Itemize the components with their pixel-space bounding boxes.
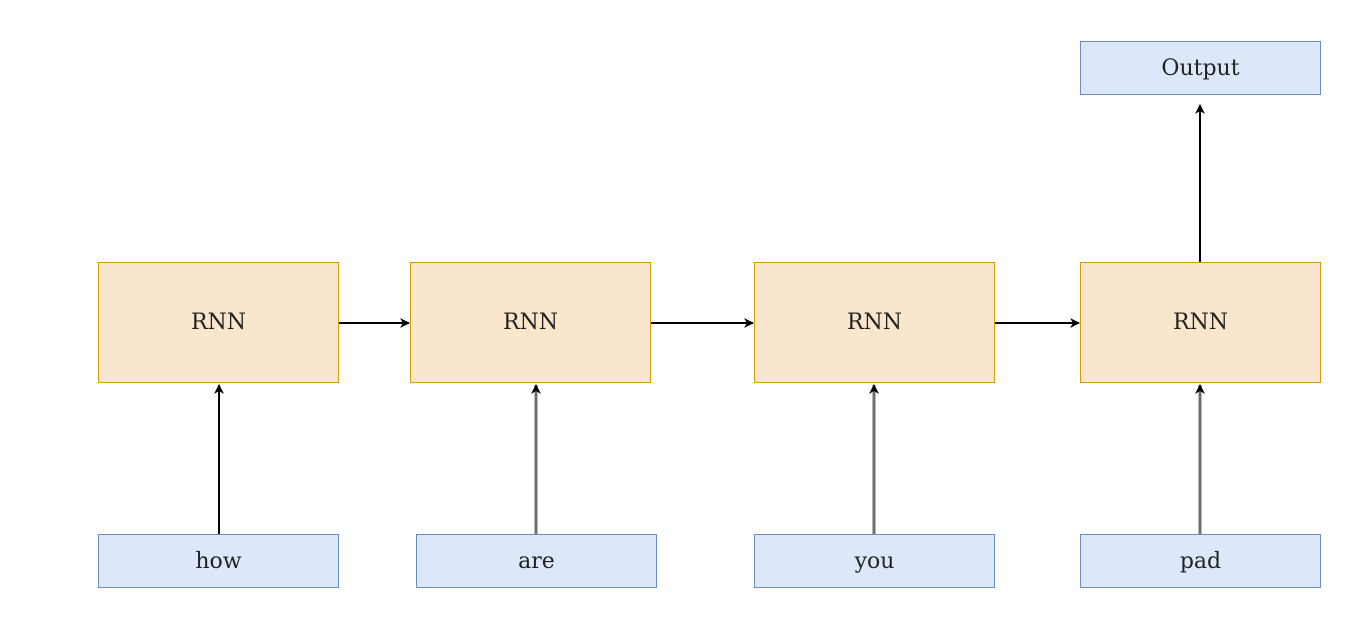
output-node: Output (1080, 41, 1321, 95)
rnn-cell-3: RNN (754, 262, 995, 383)
rnn-cell-4: RNN (1080, 262, 1321, 383)
rnn-cell-2: RNN (410, 262, 651, 383)
input-token-how: how (98, 534, 339, 588)
input-token-you: you (754, 534, 995, 588)
input-token-pad: pad (1080, 534, 1321, 588)
rnn-cell-1: RNN (98, 262, 339, 383)
input-token-are: are (416, 534, 657, 588)
